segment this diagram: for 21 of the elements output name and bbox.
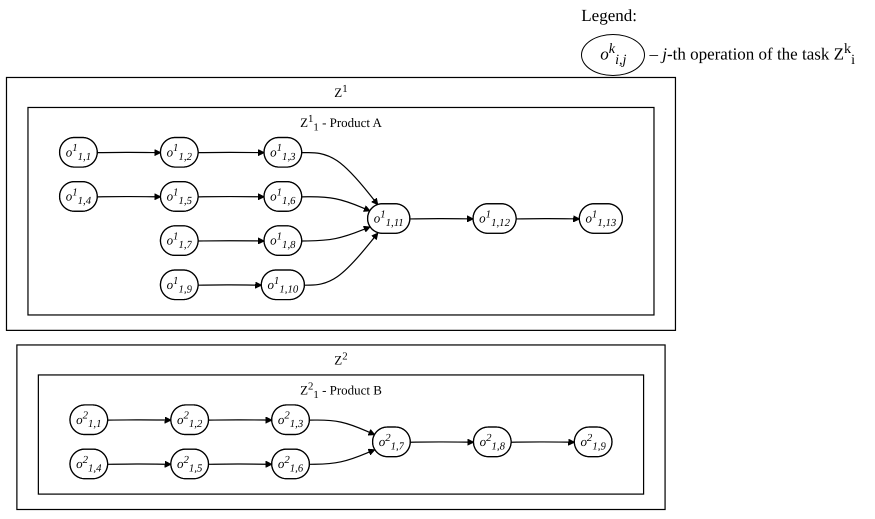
arrow (310, 419, 376, 436)
arrow (302, 152, 378, 206)
arrow (208, 460, 272, 468)
arrow (108, 460, 172, 468)
arrow (98, 149, 162, 156)
arrow (198, 282, 262, 289)
arrow (302, 196, 371, 212)
arrow (198, 193, 265, 200)
arrow (208, 416, 272, 424)
arrow (198, 149, 265, 156)
arrow (302, 226, 371, 242)
arrow (304, 232, 378, 286)
arrow (310, 448, 376, 465)
arrow (410, 215, 474, 222)
arrow (98, 193, 162, 200)
arrow (108, 416, 172, 424)
arrow (516, 215, 580, 222)
arrow (198, 237, 265, 244)
arrow (410, 438, 474, 446)
legend-heading: Legend: (581, 6, 638, 26)
arrow (512, 438, 576, 446)
